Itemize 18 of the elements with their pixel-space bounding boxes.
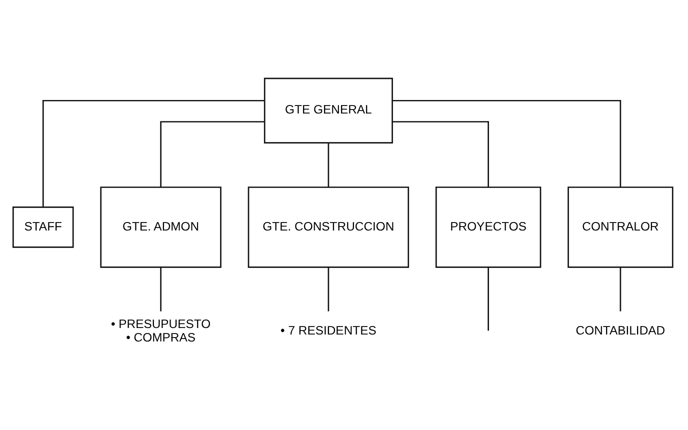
connector — [160, 267, 162, 312]
connector — [328, 143, 330, 188]
connector — [160, 121, 265, 188]
connector — [620, 267, 622, 312]
connector — [392, 100, 622, 188]
connector — [42, 100, 264, 208]
node-box: GTE. CONSTRUCCION — [248, 186, 410, 268]
connector — [488, 267, 489, 331]
connector — [392, 121, 489, 188]
node-box: CONTRALOR — [568, 186, 674, 268]
node-box: GTE GENERAL — [264, 78, 393, 144]
connector — [328, 267, 330, 312]
node-box: PROYECTOS — [435, 186, 542, 268]
node-box: STAFF — [12, 206, 74, 248]
node-text: • PRESUPUESTO • COMPRAS — [110, 317, 211, 344]
node-text: • 7 RESIDENTES — [280, 324, 376, 338]
node-box: GTE. ADMON — [100, 186, 222, 268]
node-text: CONTABILIDAD — [576, 324, 666, 338]
